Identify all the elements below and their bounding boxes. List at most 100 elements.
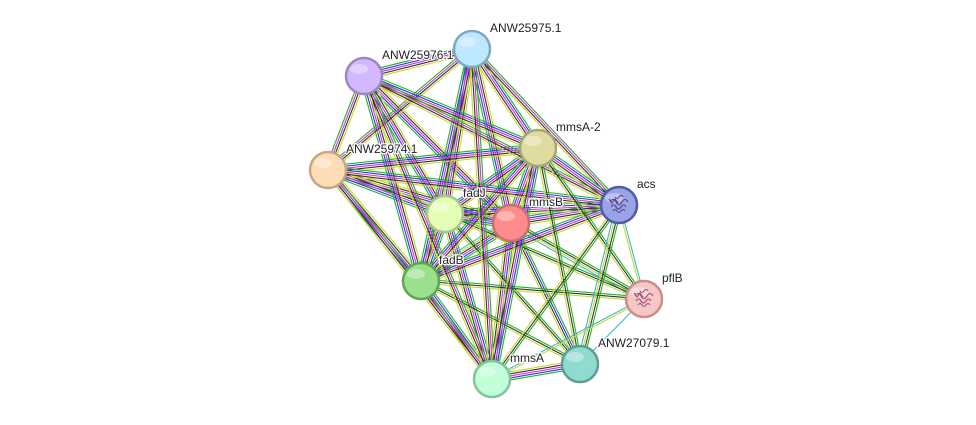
edge-line-yellow (487, 222, 508, 379)
edge-line-black (362, 76, 492, 380)
edge-line-black (511, 221, 645, 299)
node-highlight (458, 37, 476, 47)
edge-line-yellow (578, 204, 619, 364)
edge-line-yellow (445, 208, 620, 219)
structure-stroke (633, 292, 644, 298)
edge-line-black (365, 74, 513, 222)
node-label-pflB: pflB (662, 271, 683, 285)
edge-mmsB-ANW25976.1[interactable] (360, 72, 515, 227)
edge-mmsA-2-ANW27079.1[interactable] (535, 147, 583, 365)
edge-line-green (539, 146, 647, 299)
node-acs[interactable] (599, 185, 639, 225)
edge-ANW25974.1-ANW25975.1[interactable] (325, 46, 475, 173)
edge-line-yellow (419, 282, 580, 367)
edge-acs-mmsA[interactable] (489, 203, 622, 381)
edge-line-yellow (492, 299, 645, 381)
node-label-ANW27079.1: ANW27079.1 (598, 336, 670, 350)
structure-stroke (608, 198, 619, 204)
structure-stroke (637, 302, 651, 308)
structure-stroke (634, 292, 654, 300)
edge-line-yellow (420, 282, 644, 302)
edge-line-cyan (491, 297, 644, 379)
edge-line-blue (364, 73, 539, 147)
node-highlight (478, 367, 496, 377)
edge-line-green (493, 205, 622, 381)
edge-line-black (469, 49, 537, 150)
edge-ANW25976.1-mmsA-2[interactable] (362, 71, 540, 153)
node-highlight (605, 193, 623, 203)
edge-acs-ANW27079.1[interactable] (576, 204, 623, 365)
edge-line-yellow (487, 147, 535, 379)
node-highlight (314, 158, 332, 168)
edge-line-green (421, 278, 645, 298)
node-circle[interactable] (472, 359, 512, 399)
node-circle[interactable] (518, 128, 558, 168)
edge-line-black (365, 74, 448, 214)
node-mmsA[interactable] (472, 359, 512, 399)
node-fadJ[interactable] (425, 194, 465, 234)
edge-line-blue (446, 213, 495, 379)
node-fadB[interactable] (401, 261, 441, 301)
edge-line-magenta (491, 147, 539, 380)
node-ANW25975.1[interactable] (452, 29, 492, 69)
edge-fadJ-acs[interactable] (444, 200, 620, 219)
edge-line-black (328, 149, 539, 173)
structure-stroke (612, 208, 626, 214)
edge-line-cyan (576, 204, 617, 364)
edge-line-black (363, 76, 619, 207)
edge-line-black (420, 280, 581, 365)
edge-mmsA-2-mmsA[interactable] (487, 147, 543, 380)
node-circle[interactable] (308, 150, 348, 190)
node-mmsB[interactable] (491, 203, 531, 243)
protein-structure-icon (608, 194, 629, 214)
node-circle[interactable] (401, 261, 441, 301)
edge-line-green (417, 144, 536, 279)
node-ANW25974.1[interactable] (308, 150, 348, 190)
node-circle[interactable] (452, 29, 492, 69)
edge-pflB-mmsA[interactable] (491, 297, 645, 381)
edge-line-black (444, 213, 645, 300)
edge-line-yellow (362, 78, 618, 209)
edge-line-blue (327, 171, 445, 217)
edge-line-black (537, 147, 645, 300)
label-layer: mmsBfadJfadBANW25974.1ANW25976.1ANW25975… (345, 20, 684, 367)
node-label-ANW25976.1: ANW25976.1 (382, 48, 454, 62)
edge-mmsA-2-pflB[interactable] (535, 146, 647, 301)
edge-line-black (489, 147, 537, 379)
node-ANW25976.1[interactable] (344, 56, 384, 96)
node-highlight (431, 202, 449, 212)
edge-fadJ-pflB[interactable] (443, 211, 646, 302)
edge-line-yellow (468, 50, 536, 151)
edge-line-blue (362, 77, 510, 225)
edge-line-magenta (363, 75, 422, 282)
node-label-mmsA: mmsA (510, 351, 544, 365)
structure-stroke (614, 194, 624, 200)
edge-fadJ-ANW25974.1[interactable] (326, 165, 447, 219)
edge-fadB-pflB[interactable] (420, 278, 645, 302)
edge-line-blue (418, 48, 471, 281)
edge-line-green (495, 148, 543, 380)
node-circle[interactable] (344, 56, 384, 96)
node-highlight (497, 211, 515, 221)
edge-line-black (328, 167, 446, 213)
node-highlight (566, 352, 584, 362)
edge-line-black (420, 280, 645, 300)
node-circle[interactable] (560, 344, 600, 384)
edge-line-yellow (366, 73, 449, 213)
edge-line-magenta (472, 47, 621, 205)
edge-line-green (445, 211, 646, 298)
node-pflB[interactable] (624, 279, 664, 319)
edge-line-magenta (471, 48, 512, 224)
node-label-mmsB: mmsB (529, 195, 563, 209)
edge-line-yellow (330, 167, 425, 279)
edge-ANW25975.1-mmsA[interactable] (468, 48, 496, 380)
edge-line-magenta (420, 204, 620, 282)
edge-line-magenta (327, 47, 472, 170)
edge-line-magenta (327, 169, 446, 215)
node-circle[interactable] (491, 203, 531, 243)
node-ANW27079.1[interactable] (560, 344, 600, 384)
node-mmsA-2[interactable] (518, 128, 558, 168)
node-circle[interactable] (425, 194, 465, 234)
edge-line-black (580, 205, 621, 365)
edge-line-green (539, 147, 583, 364)
